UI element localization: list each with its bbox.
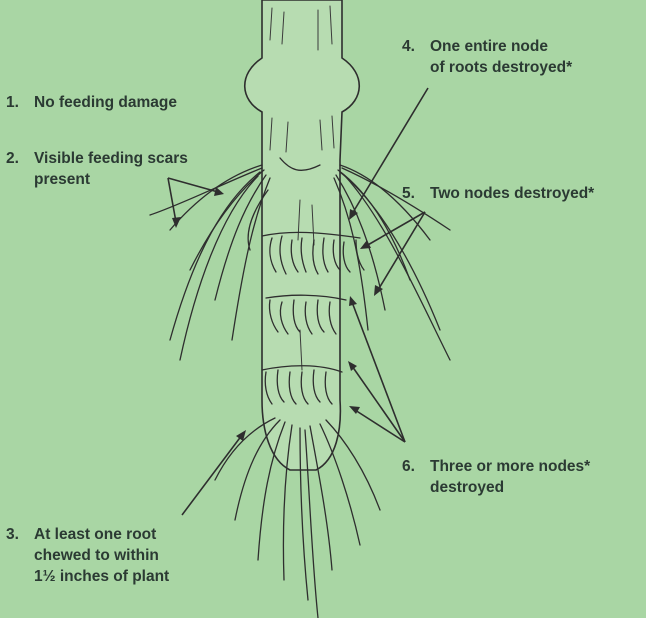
arrow-3 [182,435,242,515]
label-2: 2.Visible feeding scars present [6,148,188,190]
label-1: 1.No feeding damage [6,92,177,113]
label-5-line1: Two nodes destroyed* [430,185,594,202]
label-2-line1: Visible feeding scars [34,150,188,167]
label-6: 6.Three or more nodes* destroyed [402,456,590,498]
label-3: 3.At least one root chewed to within 1½ … [6,524,169,587]
arrow-6a [352,302,405,442]
label-6-line1: Three or more nodes* [430,458,590,475]
label-3-line2: chewed to within [6,545,169,566]
label-1-line1: No feeding damage [34,94,177,111]
arrow-6b [352,366,405,442]
arrow-6b-head [348,361,357,371]
label-6-line2: destroyed [402,477,590,498]
label-4: 4.One entire node of roots destroyed* [402,36,572,78]
arrow-6a-head [349,296,357,306]
label-4-line2: of roots destroyed* [402,57,572,78]
arrow-6c [355,410,405,442]
label-4-number: 4. [402,36,430,57]
label-5-number: 5. [402,183,430,204]
label-6-number: 6. [402,456,430,477]
label-3-line1: At least one root [34,526,156,543]
label-4-line1: One entire node [430,38,548,55]
label-1-number: 1. [6,92,34,113]
label-5: 5.Two nodes destroyed* [402,183,594,204]
label-3-number: 3. [6,524,34,545]
label-3-line3: 1½ inches of plant [6,566,169,587]
label-2-line2: present [6,169,188,190]
label-2-number: 2. [6,148,34,169]
